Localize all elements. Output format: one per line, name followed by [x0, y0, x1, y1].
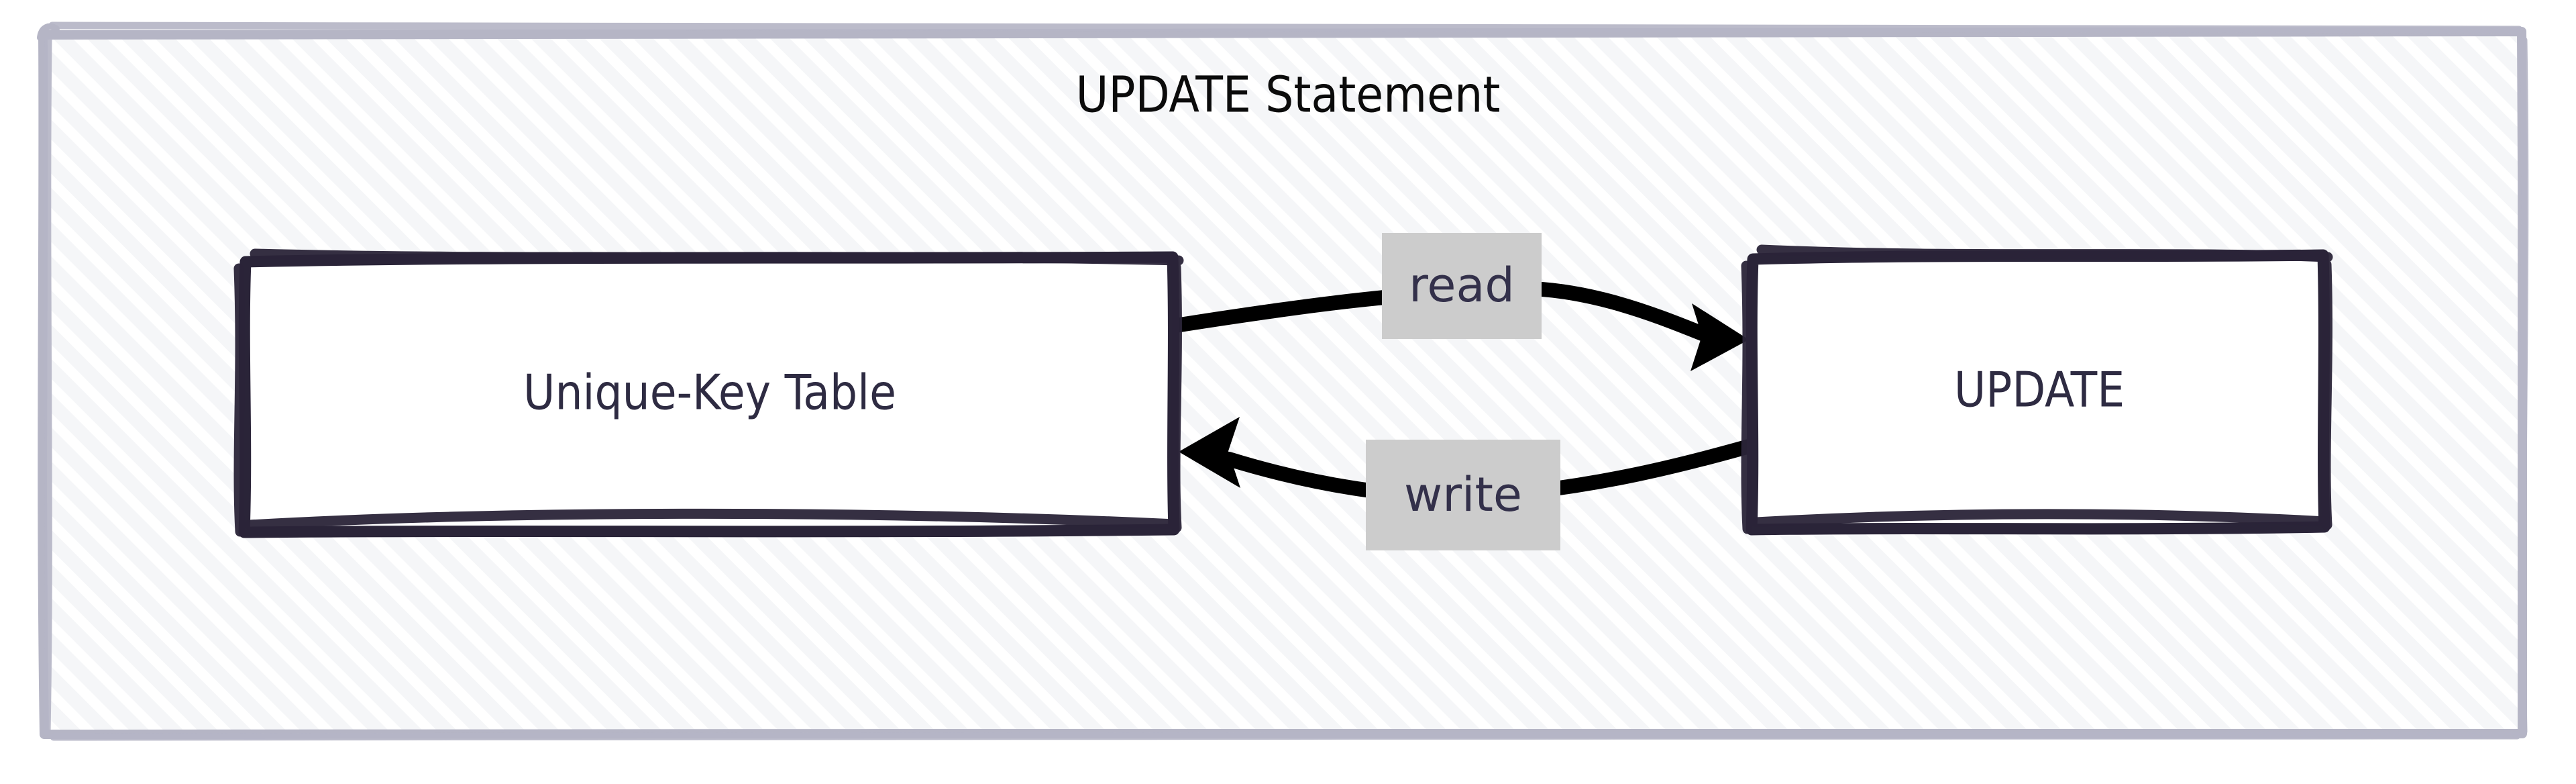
subgraph-border-stroke-b: [43, 21, 2529, 741]
edge-write-label-text: write: [1404, 467, 1522, 522]
edge-write-label-background: [1366, 440, 1560, 550]
edge-read-label: read: [1382, 233, 1542, 339]
node-update[interactable]: UPDATE: [1741, 244, 2333, 536]
node-unique-key-table-border-b: [233, 248, 1184, 537]
node-update-label: UPDATE: [1954, 362, 2125, 418]
node-unique-key-table[interactable]: Unique-Key Table: [233, 248, 1184, 538]
subgraph-title: UPDATE Statement: [1076, 66, 1501, 124]
edge-read-arrowhead: [1690, 303, 1749, 371]
node-unique-key-table-label: Unique-Key Table: [523, 364, 896, 421]
edge-read-label-text: read: [1409, 258, 1515, 313]
node-unique-key-table-fill: [247, 260, 1174, 530]
node-update-border-b: [1741, 244, 2333, 534]
subgraph-border-corner-flick: [37, 23, 60, 41]
node-update-fill: [1754, 258, 2324, 528]
edge-write-arrowhead: [1179, 417, 1240, 488]
edge-read-label-background: [1382, 233, 1542, 339]
edge-write-label: write: [1366, 440, 1560, 550]
